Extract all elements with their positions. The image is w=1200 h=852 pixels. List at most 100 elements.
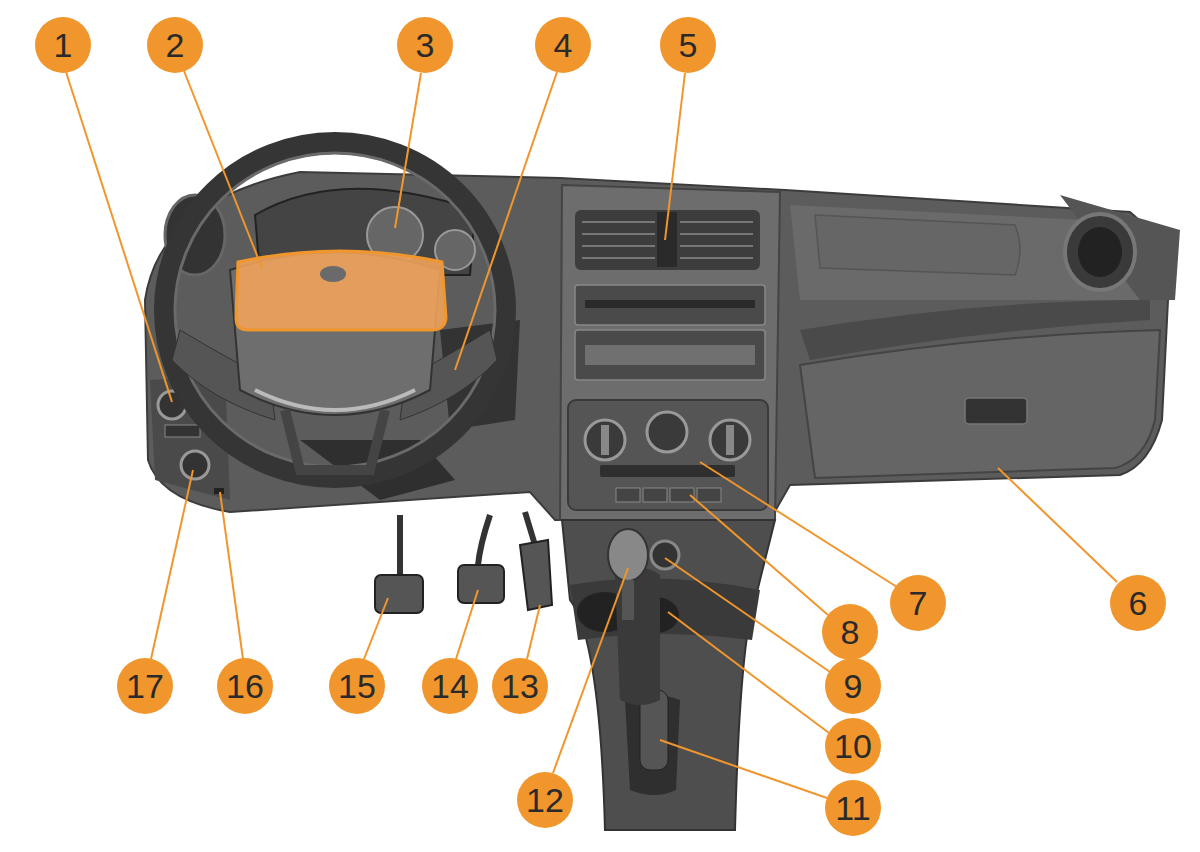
center-stack-part xyxy=(643,488,667,502)
pedals-part xyxy=(375,575,423,613)
callout-label: 4 xyxy=(554,28,573,62)
callout-label: 3 xyxy=(416,28,435,62)
callout-label: 7 xyxy=(909,586,928,620)
callout-number: 6 xyxy=(1110,575,1166,631)
side-vent-part xyxy=(1078,227,1122,277)
center-stack-part xyxy=(697,488,721,502)
center-stack-part xyxy=(616,488,640,502)
center-stack-part-part xyxy=(680,221,753,223)
callout-number: 10 xyxy=(825,718,881,774)
leader-lines-part xyxy=(184,71,262,268)
leader-lines-part xyxy=(700,462,897,587)
callout-label: 10 xyxy=(834,729,872,763)
steering-wheel-part xyxy=(255,390,415,410)
center-stack-part xyxy=(647,412,687,452)
center-stack-part xyxy=(585,300,755,308)
dashboard-body-part xyxy=(790,205,1152,300)
callout-number: 15 xyxy=(329,658,385,714)
glovebox-part xyxy=(800,330,1160,478)
airbag-highlight-part xyxy=(320,266,346,282)
passenger-airbag-cover xyxy=(815,215,1020,275)
callout-label: 6 xyxy=(1129,586,1148,620)
center-stack-part-part xyxy=(582,233,655,235)
dashboard-body xyxy=(145,172,1180,520)
callout-number: 8 xyxy=(822,604,878,660)
pedals-part xyxy=(478,515,490,565)
callout-number: 12 xyxy=(517,772,573,828)
pedals-part xyxy=(525,512,535,545)
leader-lines-part xyxy=(455,72,557,370)
passenger-airbag-cover-part xyxy=(815,215,1020,275)
airbag-highlight xyxy=(236,251,446,330)
callout-number: 5 xyxy=(660,17,716,73)
leader-lines-part xyxy=(151,470,193,659)
center-stack-part xyxy=(575,330,765,380)
callout-label: 8 xyxy=(841,615,860,649)
center-stack-part xyxy=(575,285,765,325)
gear-lever-part xyxy=(608,529,648,581)
center-stack-part-part xyxy=(680,245,753,247)
callout-label: 12 xyxy=(526,783,564,817)
glovebox xyxy=(800,330,1160,478)
leader-lines xyxy=(66,71,1117,798)
steering-wheel-part xyxy=(285,410,385,470)
callout-number: 9 xyxy=(825,658,881,714)
callout-number: 1 xyxy=(35,17,91,73)
leader-lines-part xyxy=(998,468,1117,582)
leader-lines-part xyxy=(220,492,243,659)
leader-lines-part xyxy=(690,495,828,615)
steering-wheel xyxy=(165,143,505,477)
airbag-highlight-part xyxy=(236,251,446,330)
center-stack-part-part xyxy=(582,245,655,247)
left-panel-part xyxy=(165,425,200,437)
left-panel-part xyxy=(181,451,209,479)
center-tunnel-part xyxy=(570,579,760,640)
side-vent-part xyxy=(1065,214,1135,290)
leader-lines-part xyxy=(668,612,829,733)
callout-number: 17 xyxy=(117,658,173,714)
center-stack-part-part xyxy=(582,257,655,259)
gear-lever-part xyxy=(615,568,660,706)
center-stack-part xyxy=(710,420,750,460)
callout-label: 14 xyxy=(431,669,469,703)
pedals xyxy=(375,512,552,613)
callout-number: 14 xyxy=(422,658,478,714)
leader-lines-part xyxy=(527,605,540,659)
center-stack-part xyxy=(601,425,609,455)
pedals-part xyxy=(458,565,504,603)
callout-number: 11 xyxy=(825,780,881,836)
pedals-part xyxy=(397,515,403,575)
dashboard-body-part xyxy=(145,172,1168,520)
center-stack-part xyxy=(585,420,625,460)
steering-wheel-part xyxy=(175,153,495,467)
side-vent xyxy=(1065,214,1135,290)
center-stack-part-part xyxy=(680,257,753,259)
center-stack-part xyxy=(568,400,768,510)
callout-number: 16 xyxy=(217,658,273,714)
leader-lines-part xyxy=(395,73,421,228)
callout-label: 1 xyxy=(54,28,73,62)
center-stack-part xyxy=(726,425,734,455)
leader-lines-part xyxy=(665,558,830,672)
leader-lines-part xyxy=(66,72,172,402)
left-panel-part xyxy=(214,488,224,494)
glovebox-part xyxy=(965,398,1027,424)
callout-number: 13 xyxy=(492,658,548,714)
callout-label: 9 xyxy=(844,669,863,703)
center-stack-part xyxy=(560,185,780,520)
steering-wheel-part xyxy=(165,143,505,477)
callout-number: 2 xyxy=(147,17,203,73)
gear-lever-part xyxy=(622,580,634,620)
callout-label: 2 xyxy=(166,28,185,62)
callout-number: 3 xyxy=(397,17,453,73)
callout-label: 15 xyxy=(338,669,376,703)
center-stack xyxy=(560,185,780,520)
callout-label: 11 xyxy=(835,791,870,825)
pedals-part xyxy=(520,540,552,610)
center-stack-part-part xyxy=(680,233,753,235)
leader-lines-part xyxy=(364,598,388,659)
center-tunnel-part xyxy=(562,520,775,830)
